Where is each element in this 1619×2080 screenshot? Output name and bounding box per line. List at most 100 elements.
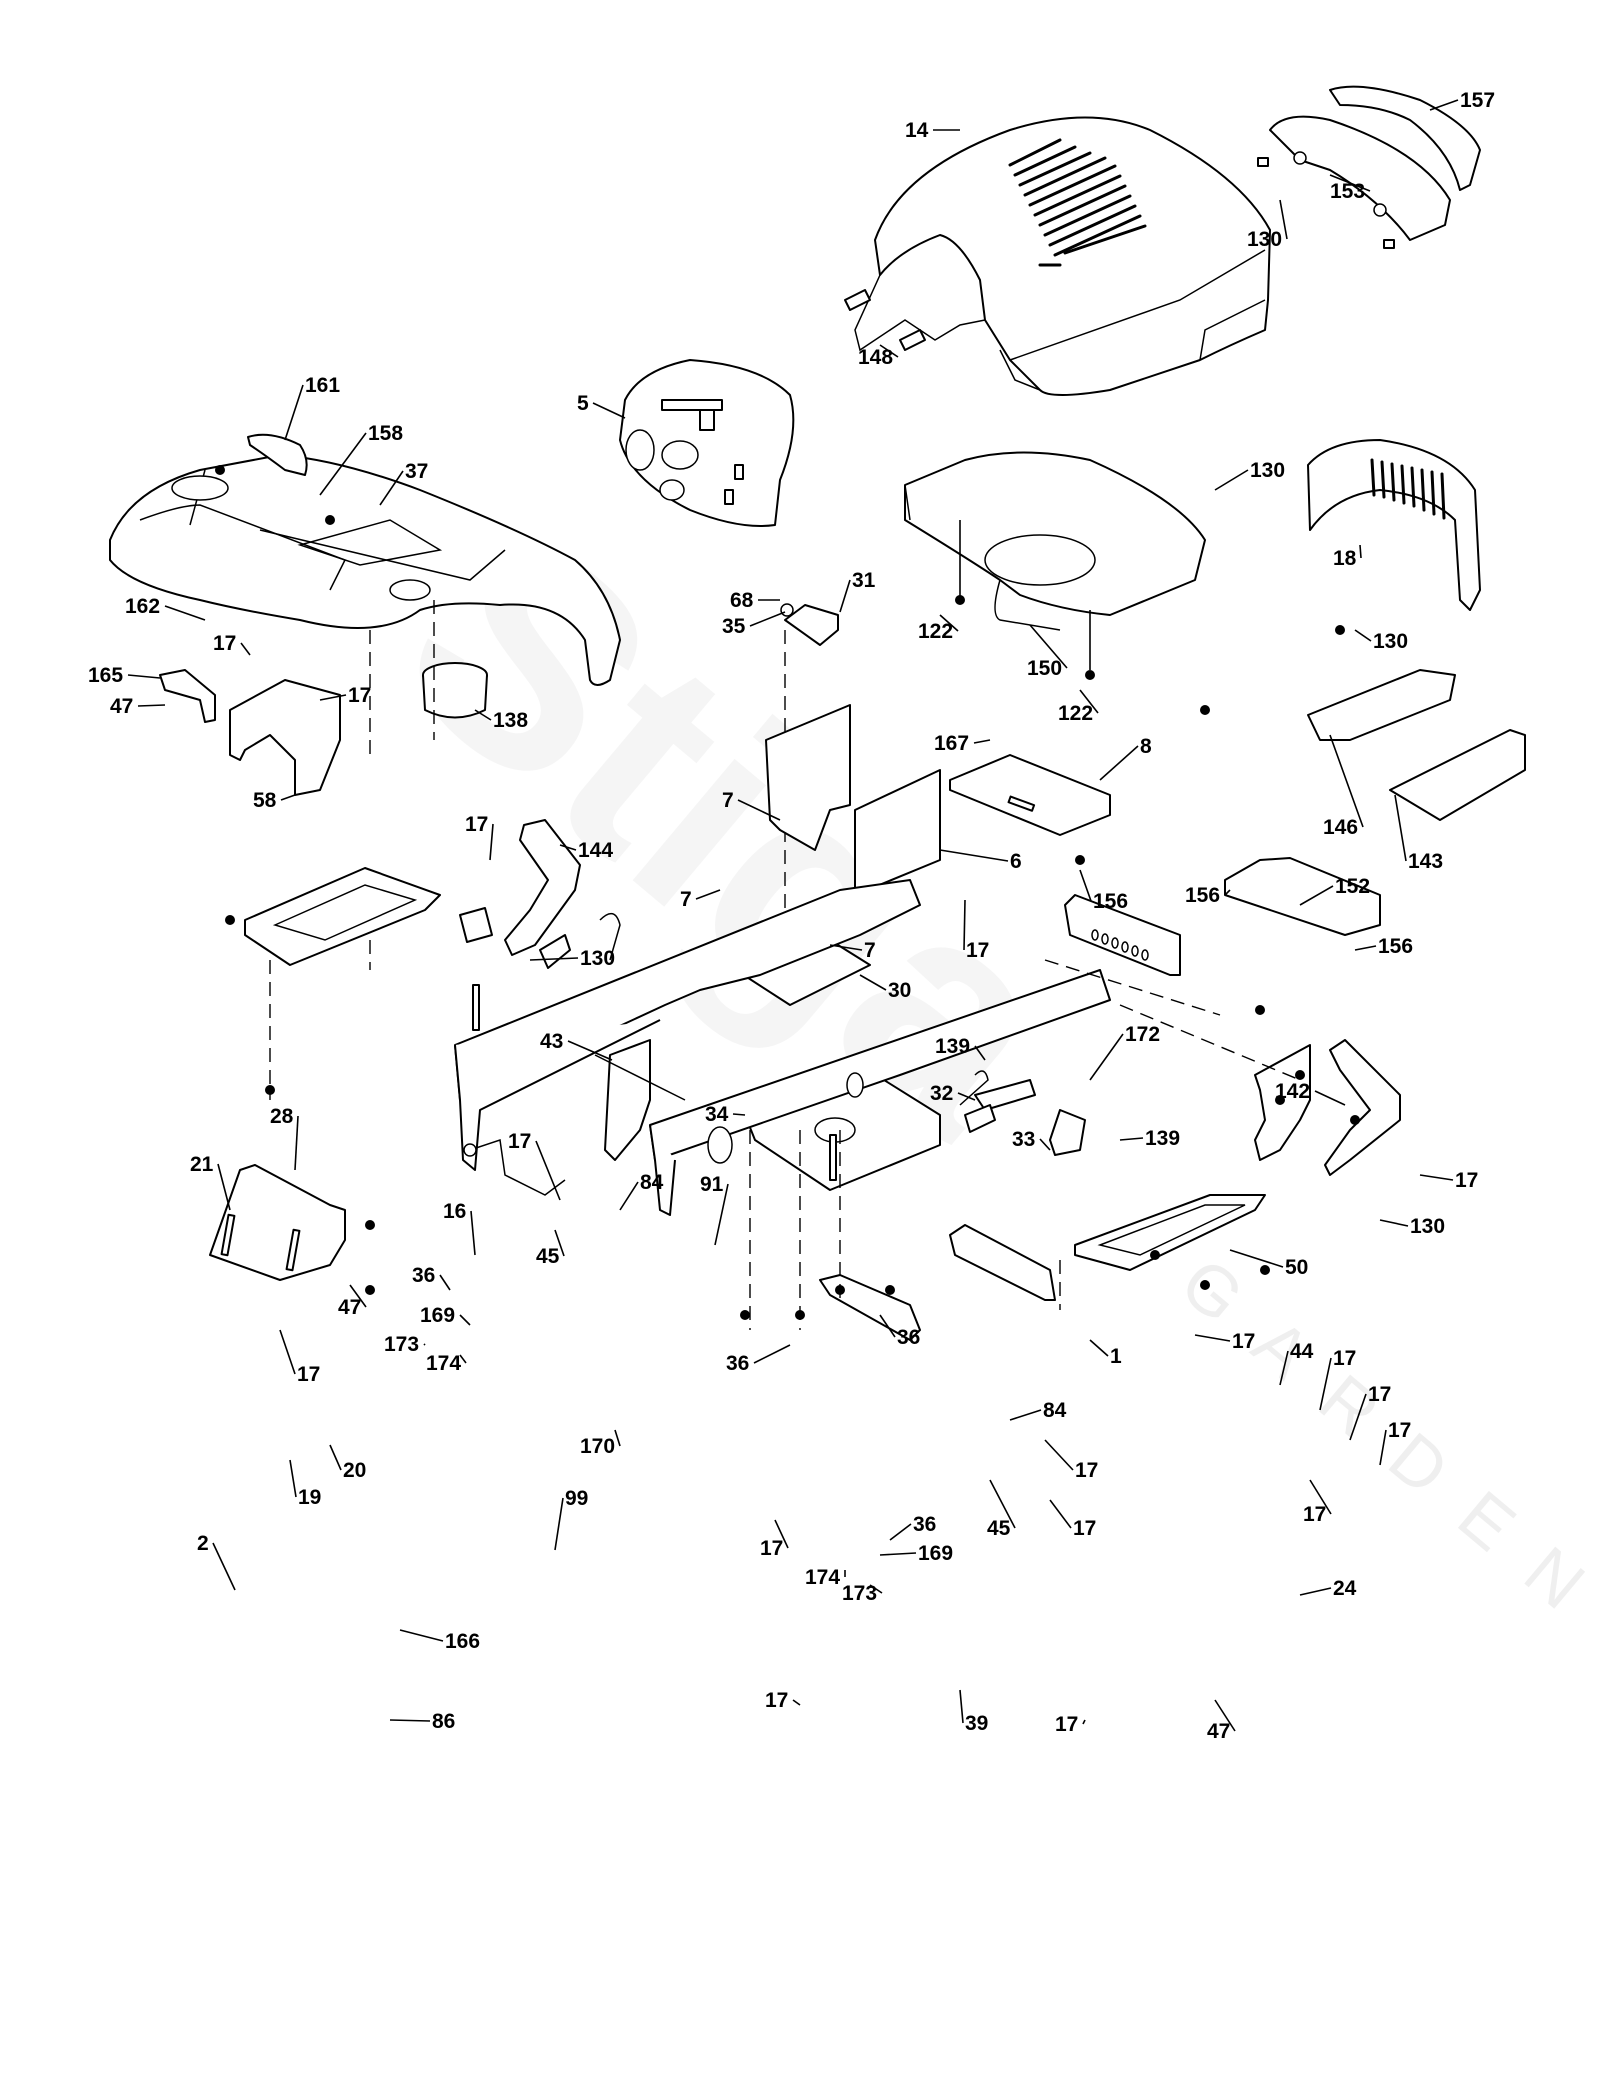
callout-screw[interactable]: 17 xyxy=(1303,1479,1332,1526)
callout-label[interactable]: 156 xyxy=(1185,884,1220,907)
callout-screw[interactable]: 130 xyxy=(529,947,615,970)
callout-label[interactable]: 172 xyxy=(1125,1023,1160,1046)
callout-label[interactable]: 47 xyxy=(1207,1720,1230,1743)
callout-label[interactable]: 17 xyxy=(1303,1503,1326,1526)
callout-label[interactable]: 166 xyxy=(445,1630,480,1653)
callout-nut[interactable]: 166 xyxy=(399,1629,480,1653)
part-hood[interactable] xyxy=(844,116,1271,396)
callout-hood-bracket[interactable]: 142 xyxy=(1275,1080,1346,1106)
callout-label[interactable]: 17 xyxy=(765,1689,788,1712)
callout-console[interactable]: 150 xyxy=(1027,624,1068,680)
callout-headlight-housing[interactable]: 153 xyxy=(1329,174,1371,203)
callout-screw[interactable]: 130 xyxy=(1354,629,1408,653)
callout-dashboard[interactable]: 5 xyxy=(577,392,626,419)
callout-screw[interactable]: 17 xyxy=(319,684,371,707)
callout-label[interactable]: 174 xyxy=(426,1352,461,1375)
callout-label[interactable]: 47 xyxy=(338,1296,361,1319)
callout-screw[interactable]: 162 xyxy=(125,595,206,621)
callout-label[interactable]: 130 xyxy=(1410,1215,1445,1238)
callout-screw[interactable]: 158 xyxy=(319,422,403,496)
callout-nut[interactable]: 174 xyxy=(805,1566,846,1589)
callout-label[interactable]: 44 xyxy=(1290,1340,1314,1363)
callout-label[interactable]: 17 xyxy=(297,1363,320,1386)
callout-headlight-lens[interactable]: 157 xyxy=(1429,89,1495,112)
callout-label[interactable]: 156 xyxy=(1093,890,1128,913)
callout-deflector[interactable]: 143 xyxy=(1394,794,1443,873)
part-footrest-left[interactable] xyxy=(244,867,441,966)
callout-label[interactable]: 14 xyxy=(905,119,929,142)
callout-bracket[interactable]: 31 xyxy=(839,569,876,613)
callout-label[interactable]: 99 xyxy=(565,1487,588,1510)
callout-bolt[interactable]: 139 xyxy=(935,1035,986,1061)
callout-bolt[interactable]: 36 xyxy=(412,1264,451,1291)
callout-frame-left[interactable]: 91 xyxy=(700,1173,729,1246)
callout-screw[interactable]: 130 xyxy=(1247,199,1288,251)
part-fuel-cap-cover[interactable] xyxy=(247,433,308,476)
callout-label[interactable]: 34 xyxy=(705,1103,729,1126)
callout-screw[interactable]: 17 xyxy=(1319,1347,1356,1411)
part-bushing[interactable] xyxy=(459,907,493,943)
callout-label[interactable]: 39 xyxy=(965,1712,988,1735)
callout-strap[interactable]: 169 xyxy=(420,1304,471,1327)
callout-rod[interactable]: 170 xyxy=(580,1429,621,1458)
callout-plate[interactable]: 30 xyxy=(859,974,911,1002)
callout-screw[interactable]: 122 xyxy=(1058,689,1099,725)
callout-label[interactable]: 50 xyxy=(1285,1256,1308,1279)
part-battery-tray[interactable] xyxy=(949,754,1111,836)
callout-label[interactable]: 130 xyxy=(1247,228,1282,251)
callout-label[interactable]: 170 xyxy=(580,1435,615,1458)
callout-screw[interactable]: 17 xyxy=(508,1130,561,1201)
callout-label[interactable]: 122 xyxy=(918,620,953,643)
callout-screw[interactable]: 17 xyxy=(465,813,494,861)
callout-label[interactable]: 174 xyxy=(805,1566,840,1589)
part-clip-84a[interactable] xyxy=(599,912,621,961)
callout-label[interactable]: 130 xyxy=(1250,459,1285,482)
callout-seat-plate[interactable]: 34 xyxy=(705,1103,746,1126)
callout-screw[interactable]: 156 xyxy=(1185,884,1231,907)
callout-bolt[interactable]: 86 xyxy=(389,1710,455,1733)
callout-screw[interactable]: 17 xyxy=(1049,1499,1096,1540)
part-console[interactable] xyxy=(904,451,1206,631)
callout-label[interactable]: 17 xyxy=(465,813,488,836)
callout-label[interactable]: 86 xyxy=(432,1710,455,1733)
callout-screw[interactable]: 47 xyxy=(338,1284,367,1319)
callout-screw[interactable]: 17 xyxy=(1194,1330,1255,1353)
callout-label[interactable]: 17 xyxy=(1073,1517,1096,1540)
callout-screw[interactable]: 17 xyxy=(963,899,989,962)
callout-label[interactable]: 36 xyxy=(726,1352,749,1375)
callout-label[interactable]: 35 xyxy=(722,615,746,638)
part-grille[interactable] xyxy=(1307,439,1481,611)
callout-hood-bracket[interactable]: 144 xyxy=(559,839,613,862)
callout-label[interactable]: 156 xyxy=(1378,935,1413,958)
callout-label[interactable]: 130 xyxy=(1373,630,1408,653)
callout-bolt[interactable]: 36 xyxy=(726,1344,791,1375)
callout-dash-panel[interactable]: 6 xyxy=(939,849,1022,873)
callout-label[interactable]: 36 xyxy=(897,1326,920,1349)
callout-label[interactable]: 138 xyxy=(493,709,528,732)
callout-washer[interactable]: 19 xyxy=(289,1459,321,1509)
callout-cover[interactable]: 152 xyxy=(1299,875,1370,906)
callout-screw[interactable]: 17 xyxy=(279,1329,320,1386)
callout-label[interactable]: 33 xyxy=(1012,1128,1035,1151)
callout-screw[interactable]: 47 xyxy=(110,695,166,718)
callout-label[interactable]: 17 xyxy=(1075,1459,1098,1482)
callout-screw[interactable]: 17 xyxy=(1055,1713,1086,1736)
callout-frame-right[interactable]: 1 xyxy=(1089,1339,1122,1368)
callout-grille[interactable]: 18 xyxy=(1333,544,1362,570)
part-deflector[interactable] xyxy=(1389,729,1526,821)
callout-screw[interactable]: 17 xyxy=(1044,1439,1098,1482)
callout-bracket[interactable]: 45 xyxy=(536,1229,565,1268)
part-clip-84b[interactable] xyxy=(959,1070,989,1106)
callout-bolt[interactable]: 36 xyxy=(879,1314,920,1349)
callout-washer[interactable]: 35 xyxy=(722,611,786,638)
part-dashboard[interactable] xyxy=(619,359,795,527)
part-fender-bracket[interactable] xyxy=(229,679,341,796)
callout-fender[interactable]: 37 xyxy=(379,460,428,506)
callout-label[interactable]: 146 xyxy=(1323,816,1358,839)
callout-bolt[interactable]: 20 xyxy=(329,1444,366,1482)
callout-cup-holder[interactable]: 138 xyxy=(474,709,528,732)
callout-bracket[interactable]: 45 xyxy=(987,1479,1016,1540)
callout-label[interactable]: 28 xyxy=(270,1105,294,1128)
callout-screw[interactable]: 17 xyxy=(1349,1383,1391,1441)
callout-label[interactable]: 122 xyxy=(1058,702,1093,725)
